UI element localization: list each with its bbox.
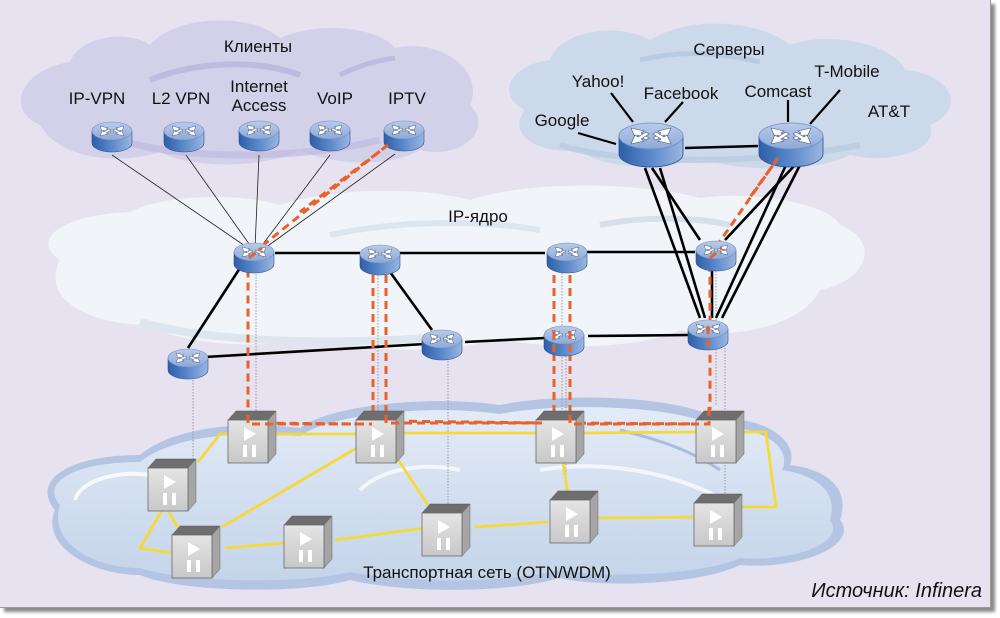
server-router-left[interactable] [618, 122, 684, 168]
client-label-l2-vpn: L2 VPN [152, 89, 211, 108]
optical-node[interactable] [535, 410, 585, 464]
core-router[interactable] [421, 329, 463, 361]
server-router-right[interactable] [758, 122, 824, 168]
optical-node[interactable] [147, 458, 197, 512]
core-router[interactable] [359, 244, 401, 276]
transport-cloud-title: Транспортная сеть (OTN/WDM) [363, 563, 611, 582]
server-leader-lines [577, 89, 841, 146]
client-label-iptv: IPTV [388, 89, 426, 108]
router-ip-vpn[interactable] [91, 121, 133, 153]
client-label-ip-vpn: IP-VPN [69, 89, 126, 108]
optical-node[interactable] [355, 410, 405, 464]
optical-node[interactable] [693, 493, 743, 547]
optical-node[interactable] [227, 410, 277, 464]
client-access-links [111, 153, 396, 249]
server-label-facebook: Facebook [644, 84, 719, 103]
clients-cloud-title: Клиенты [224, 37, 292, 56]
lsp-path-router-overlay [248, 143, 780, 352]
server-label-t-mobile: T-Mobile [814, 62, 879, 81]
ip-core-cloud-title: IP-ядро [448, 207, 508, 226]
optical-node[interactable] [695, 410, 745, 464]
source-caption: Источник: Infinera [811, 580, 982, 602]
ip-core-links [186, 144, 802, 359]
lsp-path-overlay [246, 407, 711, 426]
server-label-google: Google [535, 111, 590, 130]
optical-node[interactable] [421, 503, 471, 557]
core-router[interactable] [233, 242, 275, 274]
core-router[interactable] [695, 240, 737, 272]
router-l2-vpn[interactable] [163, 121, 205, 153]
optical-node[interactable] [171, 525, 221, 579]
optical-node[interactable] [549, 490, 599, 544]
core-router[interactable] [167, 348, 209, 380]
core-router[interactable] [543, 325, 585, 357]
server-label-yahoo: Yahoo! [572, 72, 625, 91]
servers-cloud-title: Серверы [693, 40, 764, 59]
router-voip[interactable] [309, 120, 351, 152]
optical-node[interactable] [283, 515, 333, 569]
router-iptv[interactable] [383, 120, 425, 152]
client-label-access: Access [232, 96, 287, 115]
server-label-att: AT&T [868, 102, 910, 121]
server-label-comcast: Comcast [744, 82, 811, 101]
client-label-voip: VoIP [317, 89, 353, 108]
router-internet-access[interactable] [238, 120, 280, 152]
ip-core-cloud [48, 185, 865, 350]
client-label-internet: Internet [230, 77, 288, 96]
core-router[interactable] [546, 242, 588, 274]
